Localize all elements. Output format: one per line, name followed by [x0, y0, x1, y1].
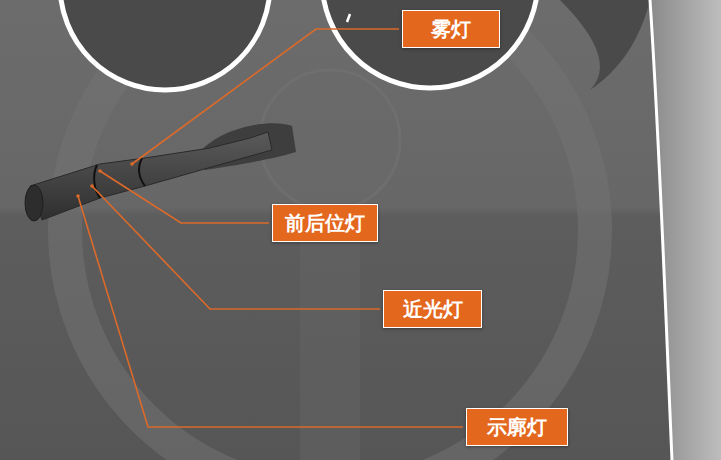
- a-pillar: [650, 0, 721, 460]
- callout-label: 雾灯: [402, 10, 500, 48]
- callout-label: 示廓灯: [466, 408, 568, 446]
- leader-dot: [130, 162, 134, 166]
- callout-label: 前后位灯: [272, 204, 378, 242]
- gauge-tick: [347, 14, 350, 22]
- a-pillar-edge: [650, 0, 672, 460]
- stalk-ring: [139, 158, 145, 186]
- label-text: 雾灯: [413, 17, 489, 41]
- gauge-right: [322, 0, 538, 88]
- leader-dot: [90, 184, 94, 188]
- label-text: 示廓灯: [477, 415, 557, 439]
- label-text: 近光灯: [394, 297, 471, 321]
- label-text: 前后位灯: [283, 211, 367, 235]
- gauge-left: [60, 0, 270, 90]
- light-switch-stalk: [30, 132, 272, 220]
- leader-line: [100, 171, 269, 223]
- leader-dot: [98, 169, 102, 173]
- leader-lines: [76, 29, 463, 427]
- stalk-tip: [25, 185, 43, 221]
- leader-line: [92, 186, 380, 309]
- leader-line: [132, 29, 399, 164]
- steering-column: [300, 220, 360, 460]
- leader-dot: [76, 194, 80, 198]
- dash-trim: [560, 0, 650, 90]
- callout-label: 近光灯: [383, 290, 482, 328]
